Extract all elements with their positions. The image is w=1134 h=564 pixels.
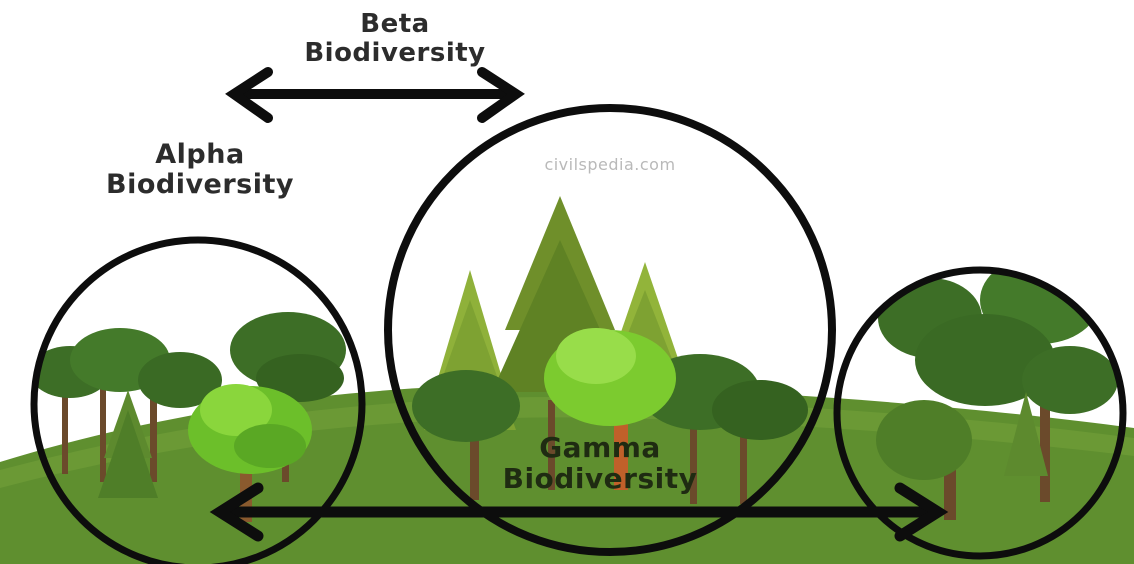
gamma-label-line-2: Biodiversity	[480, 463, 720, 494]
gamma-label-line-1: Gamma	[480, 432, 720, 463]
beta-label-line-1: Beta	[295, 10, 495, 39]
alpha-biodiversity-label: Alpha Biodiversity	[80, 140, 320, 200]
beta-label-line-2: Biodiversity	[295, 39, 495, 68]
gamma-biodiversity-label: Gamma Biodiversity	[480, 432, 720, 495]
alpha-label-line-2: Biodiversity	[80, 170, 320, 200]
beta-biodiversity-label: Beta Biodiversity	[295, 10, 495, 68]
watermark-text: civilspedia.com	[500, 155, 720, 174]
beta-double-arrow	[234, 72, 516, 118]
alpha-label-line-1: Alpha	[80, 140, 320, 170]
